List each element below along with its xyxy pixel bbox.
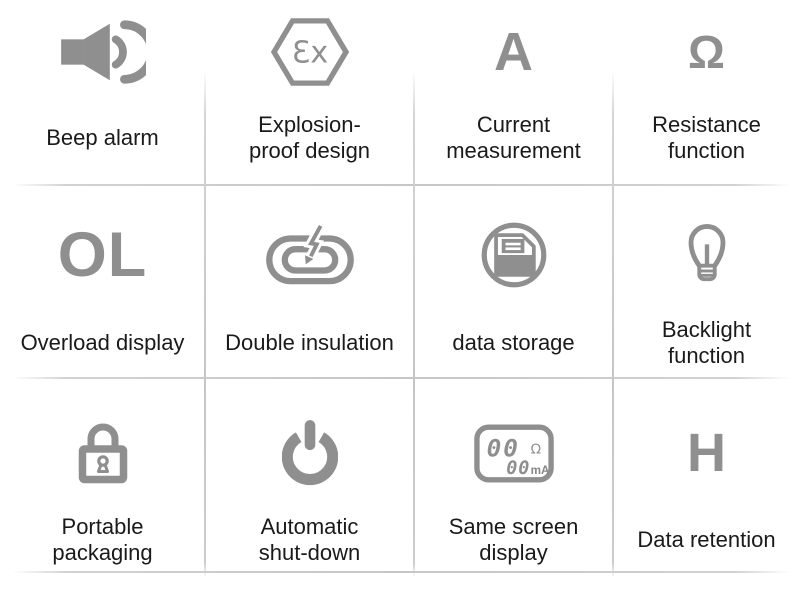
feature-label: Automatic shut-down [258,514,361,566]
power-icon [281,408,338,499]
feature-automatic-shutdown: Automatic shut-down [205,378,414,572]
lightbulb-icon [684,209,730,301]
feature-label: Double insulation [225,330,394,355]
ol-icon: OL [57,219,148,290]
svg-text:Ɛx: Ɛx [291,36,327,71]
feature-resistance-function: Ω Resistance function [613,0,800,185]
feature-backlight-function: Backlight function [613,185,800,378]
feature-label: data storage [452,330,575,355]
feature-label: Resistance function [652,112,761,163]
feature-beep-alarm: Beep alarm [0,0,205,185]
padlock-icon-svg [78,423,127,484]
feature-data-retention: H Data retention [613,378,800,572]
feature-current-measurement: A Current measurement [414,0,613,185]
feature-overload-display: OL Overload display [0,185,205,378]
feature-label: Same screen display [448,514,579,566]
feature-double-insulation: Double insulation [205,185,414,378]
feature-portable-packaging: Portable packaging [0,378,205,572]
feature-label: Overload display [20,330,185,355]
divider-col2-col3 [413,70,415,578]
svg-text:00: 00 [486,433,519,462]
feature-label: Data retention [637,527,776,553]
feature-label: Portable packaging [52,514,153,566]
explosion-proof-icon: Ɛx [270,8,349,96]
letter-h-icon: H [687,423,726,484]
feature-same-screen-display: 00 Ω 00 mA Same screen display [414,378,613,572]
feature-explosion-proof: Ɛx Explosion- proof design [205,0,414,185]
svg-text:Ω: Ω [530,441,540,457]
speaker-icon-svg [60,20,146,84]
padlock-icon [78,408,128,499]
divider-col1-col2 [204,70,206,578]
divider-row2-row3 [12,377,790,379]
feature-data-storage: data storage [414,185,613,378]
divider-col3-col4 [612,70,614,578]
lcd-display-icon-svg: 00 Ω 00 mA [473,424,554,483]
feature-label: Current measurement [446,112,581,163]
lightbulb-icon-svg [688,224,725,282]
double-insulation-icon-svg [265,224,354,285]
feature-label: Beep alarm [46,125,159,150]
floppy-disk-icon [480,209,548,301]
lcd-display-icon: 00 Ω 00 mA [473,408,554,499]
svg-text:00: 00 [506,458,530,479]
divider-row1-row2 [12,184,790,186]
explosion-proof-icon-svg: Ɛx [270,18,349,86]
feature-label: Backlight function [661,317,752,368]
svg-text:mA: mA [530,464,549,477]
letter-a-icon: A [494,22,533,82]
double-insulation-icon [265,209,355,301]
feature-label: Explosion- proof design [248,112,371,163]
speaker-icon [60,8,146,96]
floppy-disk-icon-svg [481,222,546,288]
omega-icon: Ω [688,26,725,78]
divider-bottom [12,571,790,573]
feature-grid: Beep alarm Ɛx Explosion- proof design A … [0,0,800,572]
power-icon-svg [281,420,338,486]
